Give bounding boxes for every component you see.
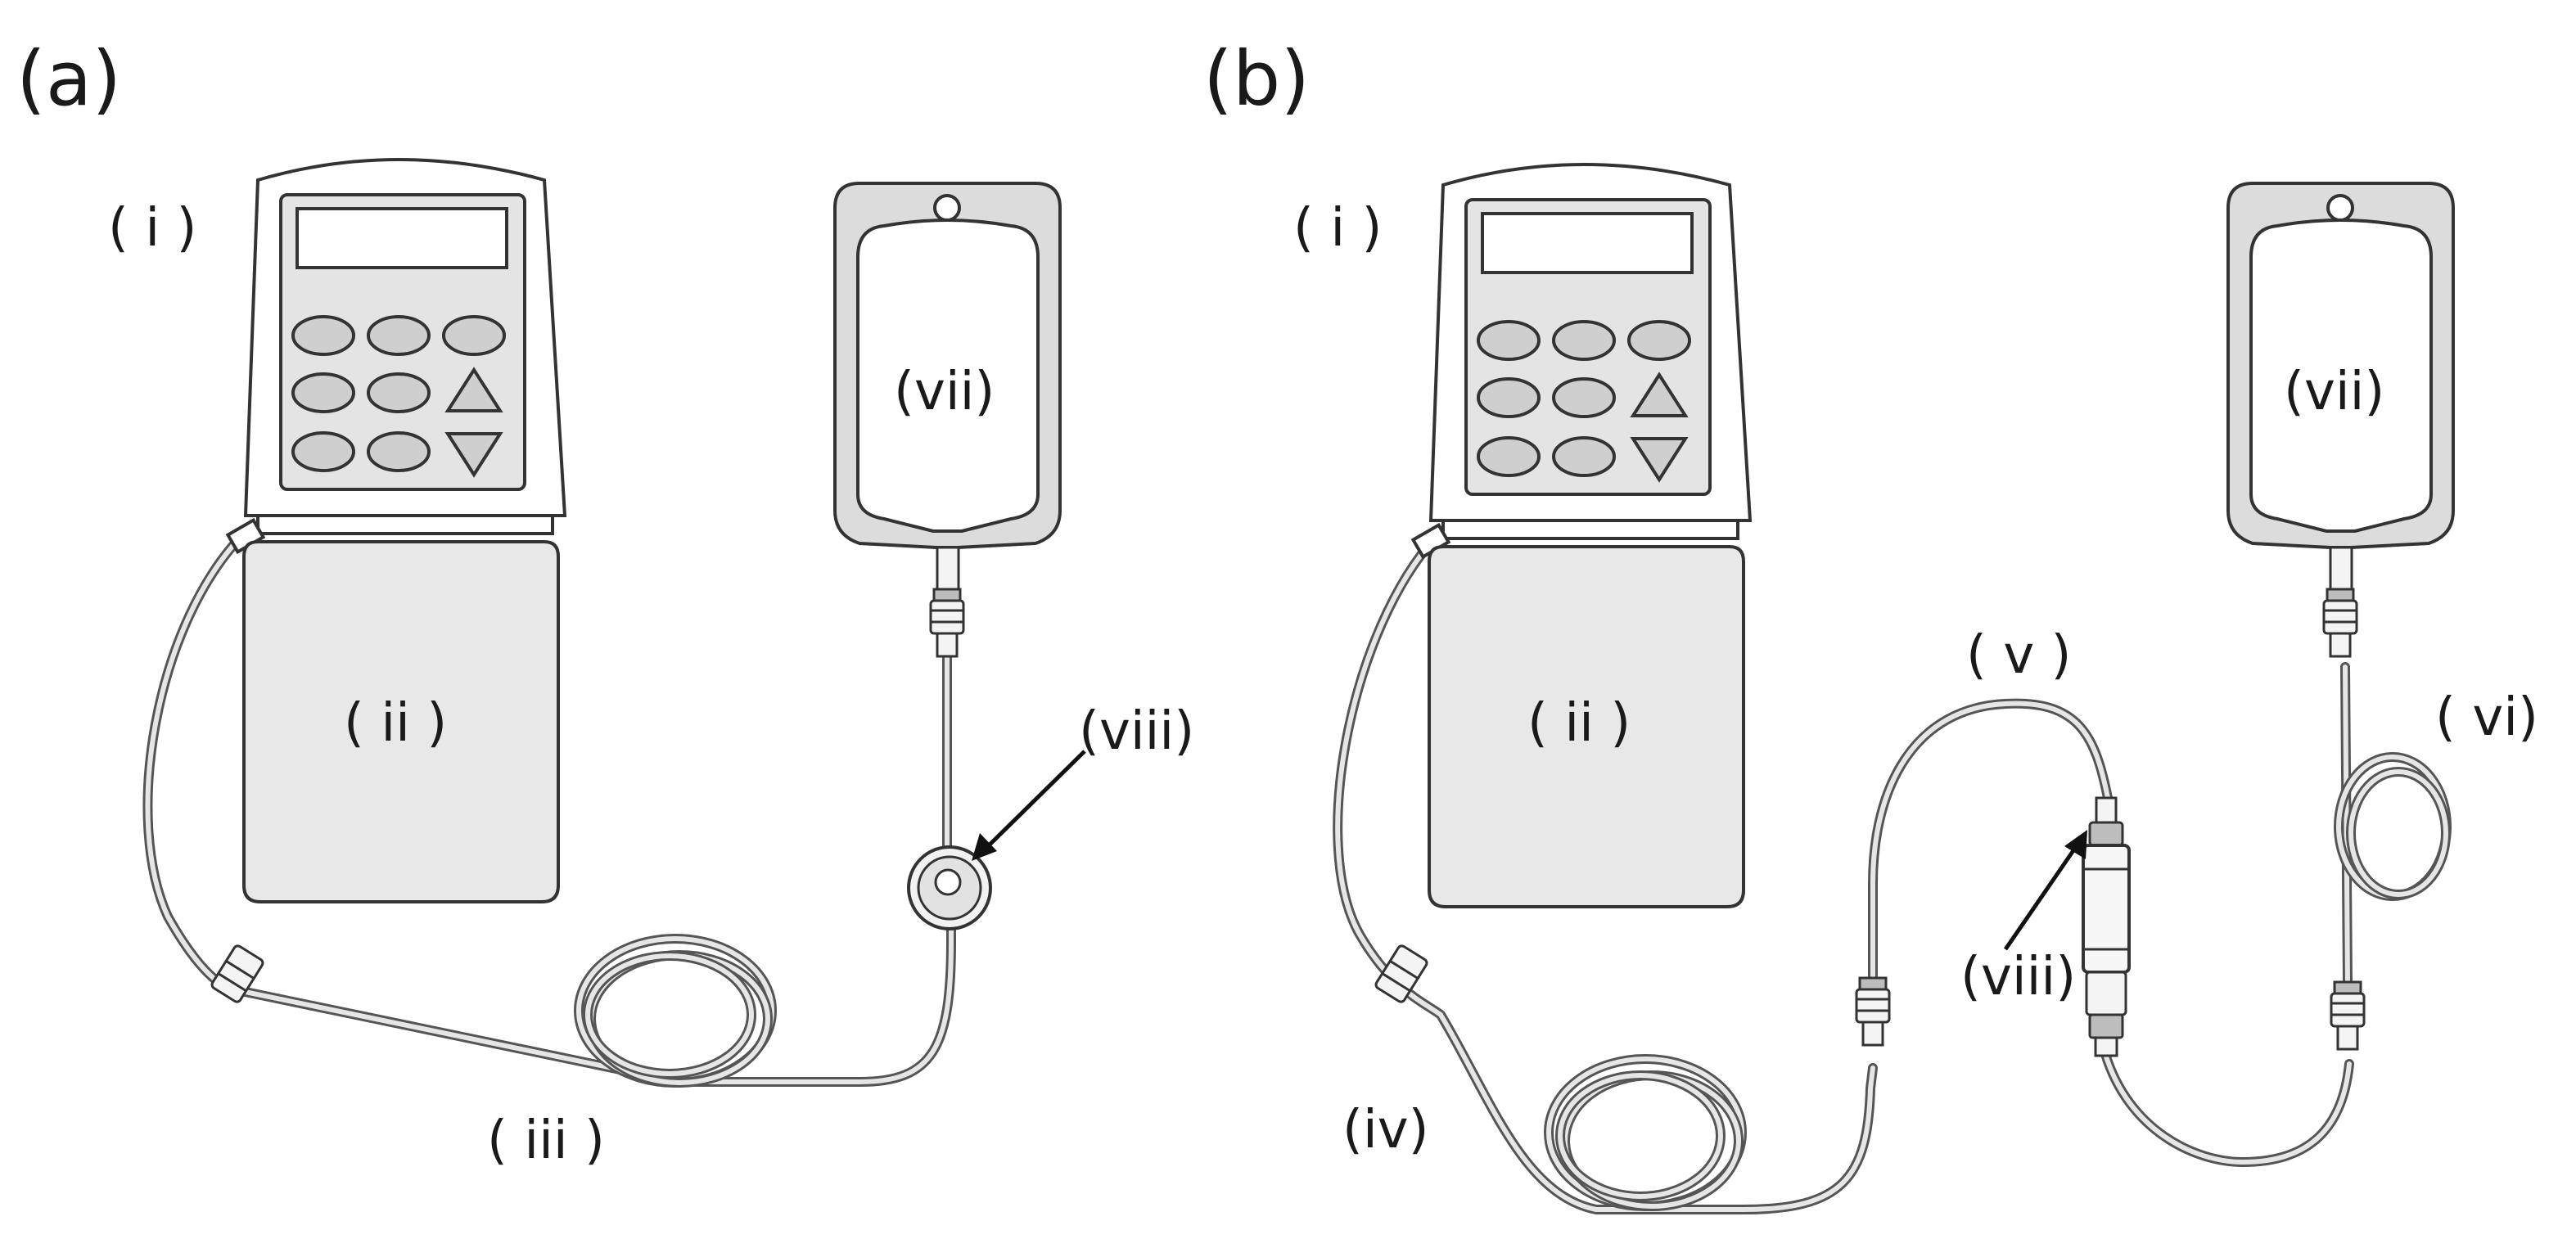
arrow-filter-b: [2003, 843, 2080, 951]
pouch-a: [242, 540, 560, 903]
panel-a: (a): [16, 35, 1194, 1171]
disc-filter-a: [907, 845, 992, 930]
panel-a-label: (a): [16, 35, 121, 123]
label-pouch-a: ( ii ): [344, 693, 447, 754]
label-tubing-a: ( iii ): [487, 1111, 605, 1171]
label-pouch-b: ( ii ): [1527, 693, 1631, 754]
panel-b: (b): [1203, 35, 2538, 1214]
label-tubing-iv: (iv): [1342, 1100, 1429, 1160]
inline-filter-b: [2082, 796, 2131, 1057]
tubing-vi: [2334, 662, 2452, 987]
label-filter-a: (viii): [1079, 701, 1194, 762]
tubing-iii: [142, 527, 956, 1088]
luer-connector-b-pump-side: [1374, 944, 1428, 1003]
luer-connector-b-bag-line: [2330, 980, 2366, 1051]
bag-connector-b: [2322, 588, 2358, 658]
label-filter-b: (viii): [1960, 947, 2076, 1007]
label-pump-b: ( i ): [1293, 198, 1382, 259]
arrow-filter-a: [983, 750, 1086, 851]
bag-connector-a: [929, 588, 965, 658]
tubing-iv: [1333, 531, 1878, 1214]
label-bag-b: (vii): [2284, 362, 2384, 422]
pump-a: [244, 158, 566, 535]
label-tubing-v: ( v ): [1966, 625, 2072, 686]
label-tubing-vi: ( vi): [2435, 687, 2538, 748]
pouch-b: [1428, 545, 1745, 908]
arrow-head-filter-a: [972, 833, 997, 861]
label-bag-a: (vii): [894, 362, 995, 422]
arrow-head-filter-b: [2064, 830, 2087, 859]
luer-connector-b-mid: [1855, 976, 1891, 1047]
luer-connector-a: [210, 944, 264, 1003]
label-pump-a: ( i ): [108, 198, 196, 259]
tubing-v: [1868, 698, 2354, 1167]
pump-b: [1429, 163, 1752, 540]
panel-b-label: (b): [1203, 35, 1310, 123]
